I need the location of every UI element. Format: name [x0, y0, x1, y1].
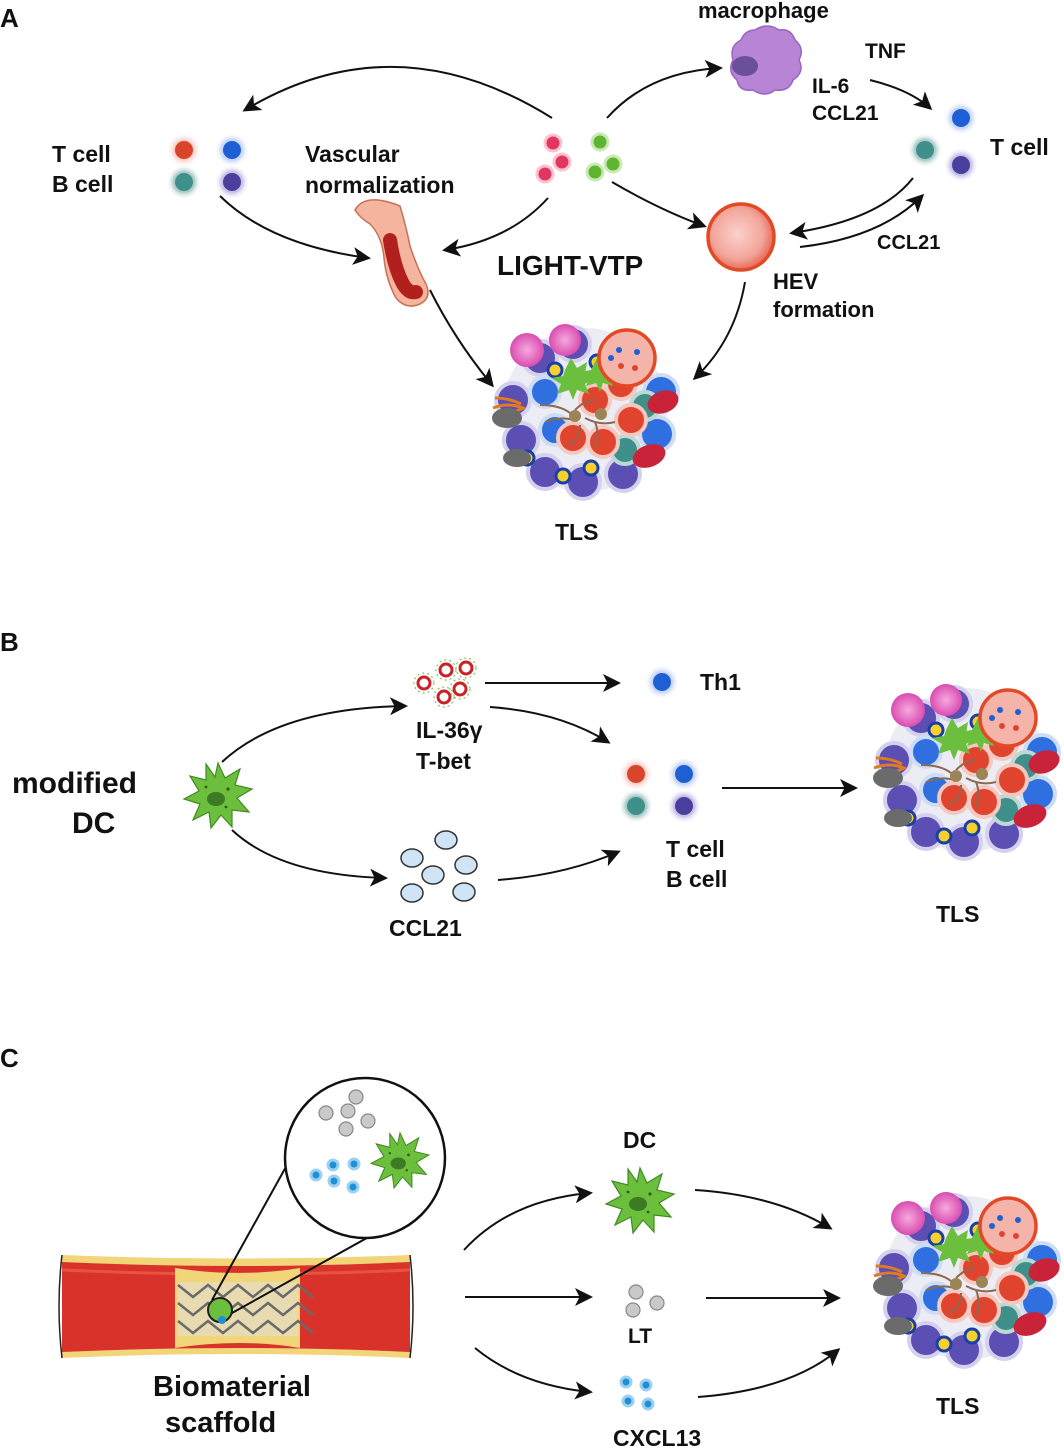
il36-particle-halo — [413, 657, 477, 708]
label-formation: formation — [773, 297, 874, 322]
arrows-b — [221, 674, 858, 887]
panel-letter-b: B — [0, 627, 19, 657]
label-il6: IL-6 — [812, 75, 849, 98]
hev-icon — [706, 202, 776, 272]
light-vtp-particles — [535, 132, 623, 184]
label-cxcl13: CXCL13 — [613, 1425, 701, 1449]
panel-c: C — [0, 1043, 1064, 1449]
label-il36: IL-36γ — [416, 717, 483, 743]
th1-cell — [645, 665, 679, 699]
label-dc-c: DC — [623, 1127, 656, 1153]
cxcl13-particles — [619, 1375, 655, 1411]
magnified-view — [211, 1076, 447, 1314]
label-vascular: Vascular — [305, 141, 400, 167]
label-scaffold: scaffold — [165, 1407, 276, 1439]
tls-icon-a — [490, 322, 684, 501]
arrows-c — [463, 1185, 841, 1400]
label-tls-c: TLS — [936, 1393, 979, 1419]
label-ccl21-top: CCL21 — [812, 102, 879, 125]
panel-a: A macrophage TNF IL-6 CCL21 T cell B cel… — [0, 0, 1049, 545]
label-hev: HEV — [773, 269, 819, 294]
label-tnf: TNF — [865, 40, 906, 63]
label-ccl21-right: CCL21 — [877, 232, 940, 254]
label-t-cell-left: T cell — [52, 141, 111, 167]
label-light-vtp: LIGHT-VTP — [497, 250, 643, 281]
lymphocyte-group-left — [167, 133, 249, 199]
macrophage-cell — [730, 25, 802, 95]
panel-letter-a: A — [0, 3, 19, 33]
label-tbet: T-bet — [416, 748, 471, 774]
label-macrophage: macrophage — [698, 0, 829, 23]
label-dc-b: DC — [72, 807, 115, 840]
label-t-cell-right: T cell — [990, 134, 1049, 160]
vessel-with-scaffold — [58, 1254, 414, 1359]
dc-cell-b — [183, 762, 253, 829]
label-biomaterial: Biomaterial — [153, 1371, 311, 1403]
vessel-icon — [354, 199, 429, 307]
tls-icon-b — [871, 682, 1064, 861]
panel-b: B modified DC IL-36γ T-bet Th1 — [0, 627, 1064, 941]
lymphocyte-group-b — [619, 757, 701, 823]
tls-icon-c — [871, 1190, 1064, 1369]
label-modified: modified — [12, 767, 137, 800]
panel-letter-c: C — [0, 1043, 19, 1073]
label-b-cell-b: B cell — [666, 866, 727, 892]
label-th1: Th1 — [700, 669, 741, 695]
label-b-cell-left: B cell — [52, 171, 113, 197]
label-t-cell-b: T cell — [666, 836, 725, 862]
dc-cell-c — [605, 1167, 675, 1234]
label-normalization: normalization — [305, 172, 455, 198]
il36-particles — [416, 660, 474, 705]
label-ccl21-b: CCL21 — [389, 915, 462, 941]
label-tls-b: TLS — [936, 901, 979, 927]
arrows-a — [219, 59, 933, 388]
label-lt: LT — [628, 1325, 652, 1348]
label-tls-a: TLS — [555, 519, 598, 545]
lt-particles — [625, 1284, 665, 1318]
lymphocyte-group-right — [908, 101, 978, 182]
ccl21-beads — [400, 830, 478, 903]
